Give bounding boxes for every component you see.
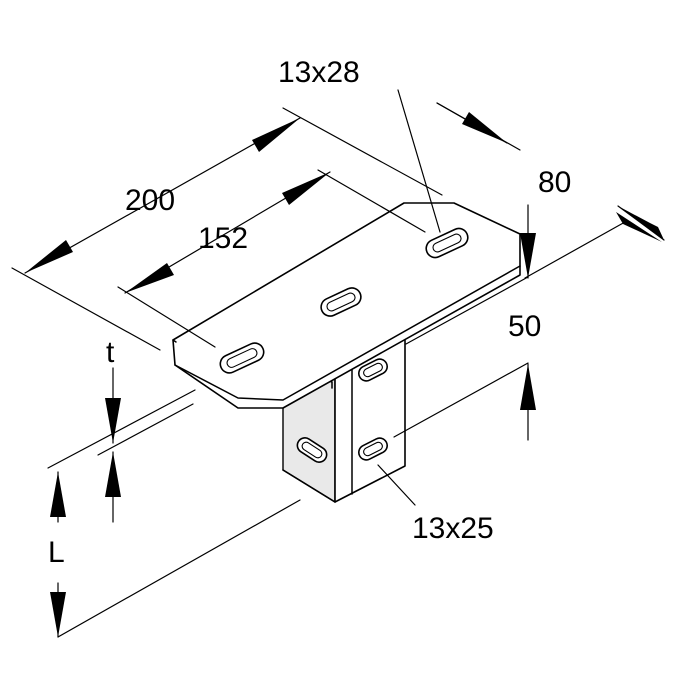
label-t: t	[106, 336, 115, 369]
bracket-part	[172, 202, 521, 503]
label-200: 200	[125, 184, 175, 217]
label-L: L	[48, 536, 65, 569]
label-80: 80	[538, 166, 571, 199]
dimension-labels: 200 152 13x28 80 50 t L 13x25	[48, 56, 571, 569]
dimension-lines	[11, 89, 665, 638]
top-plate	[172, 202, 521, 409]
label-50: 50	[508, 310, 541, 343]
label-152: 152	[198, 222, 248, 255]
label-13x28: 13x28	[278, 56, 360, 89]
label-13x25: 13x25	[412, 512, 494, 545]
